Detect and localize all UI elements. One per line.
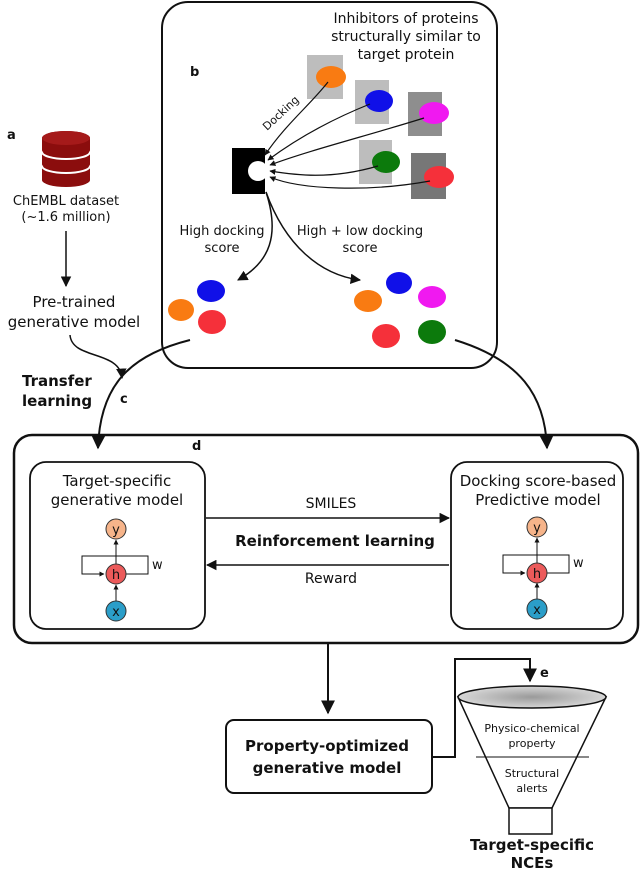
- pretrained-model-label-1: Pre-trained: [33, 293, 116, 311]
- target-protein-icon: [232, 148, 268, 194]
- high-score-arrow: [237, 191, 273, 281]
- inhibitor-green-icon: [359, 140, 400, 184]
- inhibitor-orange-icon: [307, 55, 346, 99]
- pretrained-to-transfer-arrow: [69, 334, 127, 380]
- transfer-learning-label-1: Transfer: [22, 372, 92, 390]
- high-low-score-label-1: High + low docking: [297, 224, 423, 239]
- left-model-title-2: generative model: [51, 491, 183, 509]
- inhibitor-red-icon: [411, 153, 454, 199]
- inhibitor-blue-icon: [355, 80, 393, 124]
- transfer-learning-label-2: learning: [22, 392, 92, 410]
- reinforcement-learning-label: Reinforcement learning: [235, 532, 435, 550]
- physchem-filter-label-2: property: [508, 737, 556, 750]
- right-model-title-2: Predictive model: [475, 491, 600, 509]
- node-x-left: [105, 600, 127, 622]
- node-h-right: [526, 562, 548, 584]
- svg-text:y: y: [112, 523, 120, 538]
- label-b: b: [190, 65, 199, 80]
- panel-b-title-2: structurally similar to: [331, 29, 481, 45]
- dataset-label-1: ChEMBL dataset: [13, 194, 119, 209]
- svg-text:w: w: [152, 558, 163, 573]
- transfer-arrow-left: [91, 339, 191, 450]
- label-a: a: [7, 128, 16, 143]
- svg-text:h: h: [112, 568, 120, 583]
- optimized-model-label-2: generative model: [253, 759, 402, 777]
- svg-text:h: h: [533, 567, 541, 582]
- optimized-to-funnel-arrow: [432, 658, 537, 758]
- structural-alerts-label-1: Structural: [505, 767, 559, 780]
- panel-b-box: [161, 1, 498, 369]
- docking-label: Docking: [260, 93, 302, 133]
- panel-b-title-3: target protein: [358, 47, 455, 63]
- docking-arrows: [264, 81, 431, 189]
- optimized-model-box: [225, 719, 433, 794]
- high-low-score-label-2: score: [343, 241, 378, 256]
- rnn-cell-left: y h x w: [81, 518, 163, 622]
- label-c: c: [120, 392, 128, 407]
- high-score-label-1: High docking: [180, 224, 265, 239]
- physchem-filter-label-1: Physico-chemical: [484, 722, 579, 735]
- structural-alerts-label-2: alerts: [516, 782, 547, 795]
- panel-b-title-1: Inhibitors of proteins: [333, 11, 478, 27]
- database-icon: [41, 131, 91, 187]
- node-y-right: [526, 516, 548, 538]
- pretrained-model-label-2: generative model: [8, 313, 140, 331]
- node-y-left: [105, 518, 127, 540]
- dataset-label-2: (~1.6 million): [21, 210, 110, 225]
- output-label-2: NCEs: [511, 854, 554, 871]
- svg-text:x: x: [533, 603, 541, 618]
- filter-funnel-icon: [456, 685, 608, 835]
- high-low-score-arrow: [265, 191, 362, 285]
- node-h-left: [105, 563, 127, 585]
- inhibitor-magenta-icon: [408, 92, 449, 136]
- high-low-score-molecules: [354, 272, 446, 348]
- svg-text:y: y: [533, 521, 541, 536]
- high-score-molecules: [168, 280, 226, 334]
- left-model-title-1: Target-specific: [62, 472, 172, 490]
- label-e: e: [540, 666, 549, 681]
- svg-text:w: w: [573, 556, 584, 571]
- reward-label: Reward: [305, 571, 357, 587]
- transfer-arrow-right: [454, 339, 554, 450]
- panel-d-box: [12, 433, 640, 645]
- optimized-model-label-1: Property-optimized: [245, 737, 409, 755]
- predictive-model-box: [450, 461, 624, 630]
- right-model-title-1: Docking score-based: [460, 472, 617, 490]
- high-score-label-2: score: [205, 241, 240, 256]
- target-specific-model-box: [29, 461, 206, 630]
- svg-text:x: x: [112, 605, 120, 620]
- rnn-cell-right: y h x w: [502, 516, 584, 620]
- output-label-1: Target-specific: [470, 836, 594, 854]
- label-d: d: [192, 439, 201, 454]
- smiles-label: SMILES: [306, 496, 357, 512]
- node-x-right: [526, 598, 548, 620]
